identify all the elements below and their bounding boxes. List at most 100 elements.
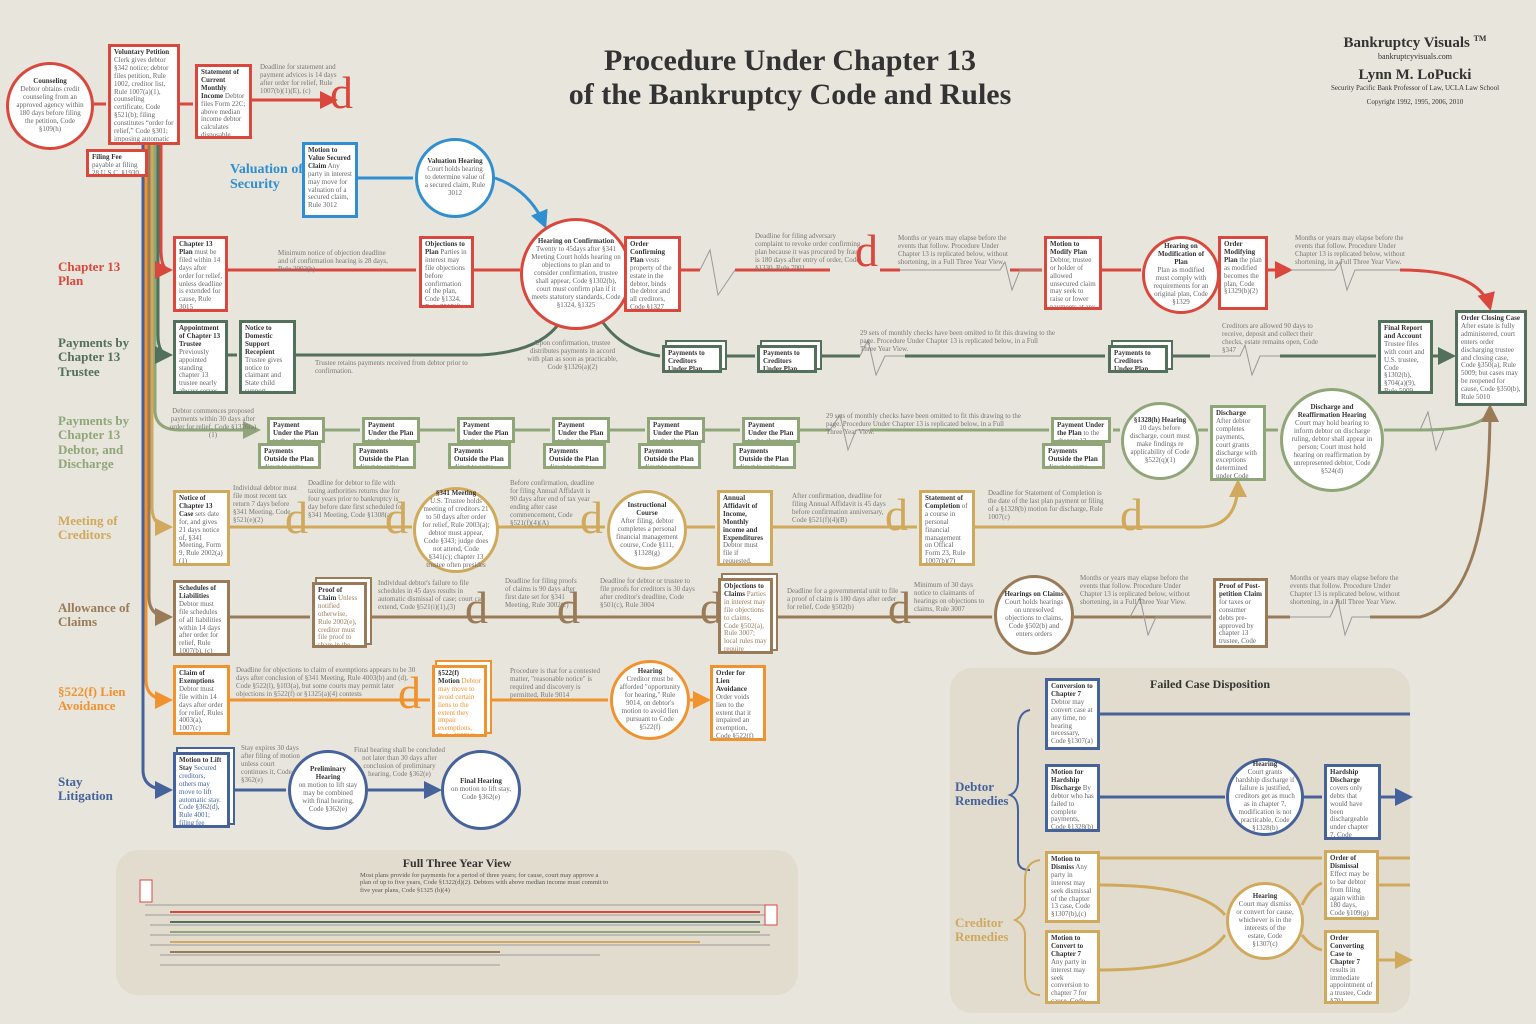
trademark: TM bbox=[1473, 34, 1487, 43]
meeting-341-circle: §341 Meeting U.S. Trustee holds meeting … bbox=[413, 487, 499, 573]
conversion-ch7-box: Conversion to Chapter 7 Debtor may conve… bbox=[1045, 678, 1100, 750]
node-body: U.S. Trustee holds meeting of creditors … bbox=[422, 497, 490, 569]
note-contested-matter: Procedure is that for a contested matter… bbox=[510, 667, 600, 699]
hearing-1328h-circle: §1328(h) Hearing 10 days before discharg… bbox=[1121, 402, 1199, 480]
motion-dismiss-box: Motion to Dismiss Any party in interest … bbox=[1045, 851, 1100, 923]
node-body: direct to some creditors bbox=[264, 462, 304, 469]
node-body: Court holds hearings on unresolved objec… bbox=[1004, 598, 1064, 638]
note-final-hearing-deadline: Final hearing shall be concluded not lat… bbox=[354, 746, 445, 778]
node-title: Proof of Claim bbox=[318, 586, 343, 602]
node-title: Order Confirming Plan bbox=[630, 240, 665, 264]
node-title: Motion to Value Secured Claim bbox=[308, 146, 351, 170]
note-before-confirmation: Before confirmation, deadline for filing… bbox=[510, 479, 595, 527]
note-revoke-deadline: Deadline for filing adversary complaint … bbox=[755, 232, 862, 272]
node-title: Payments Outside the Plan bbox=[549, 447, 599, 463]
node-title: Voluntary Petition bbox=[114, 48, 170, 56]
deadline-marker: d bbox=[330, 67, 353, 118]
note-stay-expires: Stay expires 30 days after filing of mot… bbox=[241, 744, 300, 784]
discharge-box: Discharge After debtor completes payment… bbox=[1210, 405, 1266, 481]
node-body: Debtor must file schedules of all liabil… bbox=[179, 599, 222, 656]
node-title: Motion to Dismiss bbox=[1051, 855, 1081, 871]
schedules-box: Schedules of Liabilities Debtor must fil… bbox=[173, 580, 230, 656]
annual-affidavit-box: Annual Affidavit of Income, Monthly inco… bbox=[717, 490, 773, 566]
node-title: §522(f) Motion bbox=[438, 669, 460, 685]
dismiss-hearing-circle: Hearing Court may dismiss or convert for… bbox=[1226, 882, 1304, 960]
node-body: By debtor who has failed to complete pay… bbox=[1051, 783, 1094, 832]
node-body: Any party in interest may seek dismissal… bbox=[1051, 862, 1092, 919]
statement-cmi-box: Statement of Current Monthly Income Debt… bbox=[195, 64, 252, 139]
note-exemption-objections: Deadline for objections to claim of exem… bbox=[236, 666, 416, 698]
node-title: Objections to Claims bbox=[724, 582, 764, 598]
node-body: , Code §1326 bbox=[799, 364, 801, 373]
ch13-plan-box: Chapter 13 Plan must be filed within 14 … bbox=[173, 236, 228, 312]
confirmation-hearing-circle: Hearing on Confirmation Twenty to 45days… bbox=[520, 218, 632, 330]
node-body: Any party in interest may seek conversio… bbox=[1051, 957, 1089, 1004]
node-body: to the chapter 13 trustee bbox=[368, 436, 407, 443]
hardship-hearing-circle: Hearing Court grants hardship discharge … bbox=[1226, 758, 1304, 836]
deadline-marker: d bbox=[465, 582, 488, 633]
node-title: Payment Under the Plan bbox=[558, 421, 604, 437]
note-months-elapse: Months or years may elapse before the ev… bbox=[1080, 574, 1190, 606]
node-title: Notice of Chapter 13 Case bbox=[179, 494, 213, 518]
node-body: direct to some creditors bbox=[359, 462, 399, 469]
node-body: covers only debts that would have been d… bbox=[1330, 783, 1369, 840]
discharge-hearing-circle: Discharge and Reaffirmation Hearing Cour… bbox=[1280, 388, 1384, 492]
node-body: Any party in interest may move for valua… bbox=[308, 161, 352, 210]
node-body: direct to some creditors bbox=[549, 462, 589, 469]
note-upon-confirmation: Upon confirmation, trustee distributes p… bbox=[527, 339, 618, 371]
node-title: Motion for Hardship Discharge bbox=[1051, 768, 1084, 792]
author-title: Security Pacific Bank Professor of Law, … bbox=[1330, 84, 1500, 92]
node-title: Payment Under the Plan bbox=[748, 421, 794, 437]
node-title: Filing Fee bbox=[92, 153, 122, 161]
node-title: Payment Under the Plan bbox=[653, 421, 699, 437]
author-name: Lynn M. LoPucki bbox=[1358, 67, 1472, 83]
note-months-elapse: Months or years may elapse before the ev… bbox=[1295, 234, 1405, 266]
node-body: to the chapter 13 trustee bbox=[1057, 428, 1100, 443]
hearings-claims-circle: Hearings on Claims Court holds hearings … bbox=[994, 575, 1074, 655]
filing-fee-box: Filing Fee payable at filing 28 U.S.C. §… bbox=[86, 149, 148, 177]
node-title: Hardship Discharge bbox=[1330, 768, 1360, 784]
node-title: Payments Outside the Plan bbox=[359, 447, 409, 463]
node-body: , Code §1326 bbox=[704, 364, 706, 373]
node-title: Order for Lien Avoidance bbox=[716, 669, 747, 693]
node-body: the plan as modified becomes the plan, C… bbox=[1224, 255, 1262, 296]
node-title: Statement of Completion bbox=[925, 494, 963, 510]
node-body: to the chapter 13 trustee bbox=[463, 436, 502, 443]
node-body: must be filed within 14 days after order… bbox=[179, 247, 222, 312]
node-body: direct to some creditors bbox=[1048, 462, 1088, 469]
payments-outside-box: Payments Outside the Plan direct to some… bbox=[258, 443, 321, 469]
node-title: Proof of Post-petition Claim bbox=[1219, 582, 1262, 598]
node-body: Debtor must file if requested, Code §521… bbox=[723, 541, 758, 566]
objections-claims-box: Objections to Claims Parties in interest… bbox=[718, 578, 773, 654]
node-body: Previously appointed standing chapter 13… bbox=[179, 347, 220, 394]
motion-modify-box: Motion to Modify Plan Debtor, trustee or… bbox=[1044, 236, 1102, 310]
payment-under-plan-box: Payment Under the Plan to the chapter 13… bbox=[742, 417, 800, 443]
node-title: Annual Affidavit of Income, Monthly inco… bbox=[723, 494, 763, 542]
node-body: to the chapter 13 trustee bbox=[273, 436, 312, 443]
node-title: Final Hearing bbox=[460, 777, 502, 786]
notice-case-box: Notice of Chapter 13 Case sets date for,… bbox=[173, 490, 230, 566]
node-title: Final Report and Account bbox=[1384, 324, 1423, 340]
node-body: Court may dismiss or convert for cause, … bbox=[1236, 900, 1294, 948]
modification-hearing-circle: Hearing on Modification of Plan Plan as … bbox=[1142, 236, 1220, 314]
node-body: , Code §1326 bbox=[1150, 364, 1152, 373]
node-body: direct to some creditors bbox=[454, 462, 494, 469]
order-lien-box: Order for Lien Avoidance Order voids lie… bbox=[710, 665, 766, 741]
section-label-debtor: Payments by Chapter 13 Debtor, and Disch… bbox=[58, 413, 130, 471]
note-checks-omitted: 29 sets of monthly checks have been omit… bbox=[826, 412, 1021, 436]
note-creditors-90-days: Creditors are allowed 90 days to receive… bbox=[1222, 322, 1319, 354]
node-title: §341 Meeting bbox=[435, 489, 477, 498]
node-title: Counseling bbox=[33, 77, 67, 86]
payment-under-plan-box: Payment Under the Plan to the chapter 13… bbox=[457, 417, 515, 443]
node-title: Order Modifying Plan bbox=[1224, 240, 1256, 264]
node-title: Payment Under the Plan bbox=[368, 421, 414, 437]
note-schedules-failure: Individual debtor's failure to file sche… bbox=[378, 579, 485, 611]
full-view-title: Full Three Year View bbox=[402, 856, 512, 870]
payment-under-plan-box: Payment Under the Plan to the chapter 13… bbox=[647, 417, 705, 443]
objections-plan-box: Objections to Plan Parties in interest m… bbox=[419, 236, 474, 308]
node-title: Order of Dismissal bbox=[1330, 854, 1359, 870]
note-objection-notice: Minimum notice of objection deadline and… bbox=[278, 249, 388, 273]
order-modifying-box: Order Modifying Plan the plan as modifie… bbox=[1218, 236, 1268, 310]
note-statement-deadline: Deadline for statement and payment advic… bbox=[260, 63, 337, 95]
